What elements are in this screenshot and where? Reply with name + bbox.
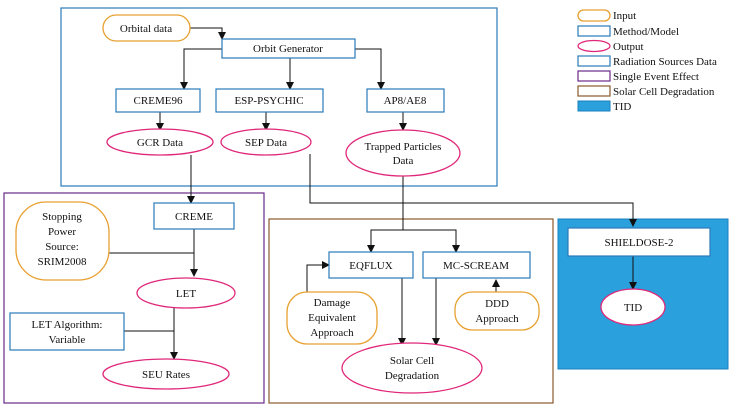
legend-method-label: Method/Model	[613, 26, 679, 38]
tid-output-label: TID	[624, 302, 642, 314]
legend-single-event-effect: Single Event Effect	[577, 70, 699, 83]
legend-radiation-label: Radiation Sources Data	[613, 56, 717, 68]
legend-tid: TID	[577, 100, 631, 113]
mc-scream-label: MC-SCREAM	[443, 260, 509, 272]
node-esp-psychic: ESP-PSYCHIC	[215, 88, 324, 113]
node-trapped-particles-data: Trapped Particles Data	[345, 129, 461, 177]
edge-distribution-to-mcscream	[403, 229, 460, 253]
node-orbital-data: Orbital data	[102, 14, 191, 42]
legend-output: Output	[577, 39, 644, 53]
gcr-data-label: GCR Data	[137, 137, 183, 149]
edge-orbital-to-generator	[190, 27, 226, 40]
stopping-label-line1: Stopping	[42, 211, 82, 223]
node-seu-rates: SEU Rates	[102, 358, 230, 390]
node-ddd-approach: DDD Approach	[454, 291, 540, 331]
seu-rates-label: SEU Rates	[142, 369, 190, 381]
let-label: LET	[176, 288, 196, 300]
node-creme: CREME	[153, 202, 235, 230]
connectors	[109, 27, 637, 360]
stopping-label-line4: SRIM2008	[38, 256, 87, 268]
node-sep-data: SEP Data	[220, 128, 312, 156]
legend-radiation-sources: Radiation Sources Data	[577, 55, 717, 68]
legend-method: Method/Model	[577, 25, 679, 38]
orbital-data-label: Orbital data	[120, 23, 172, 35]
stopping-label-line3: Source:	[45, 241, 79, 253]
damage-label-line3: Approach	[310, 327, 354, 339]
node-shieldose-2: SHIELDOSE-2	[567, 227, 711, 257]
node-ap8-ae8: AP8/AE8	[366, 88, 445, 113]
single-event-effect-frame	[3, 192, 265, 404]
eqflux-label: EQFLUX	[349, 260, 392, 272]
legend-solar-label: Solar Cell Degradation	[613, 86, 715, 98]
node-let-algorithm: LET Algorithm: Variable	[9, 312, 125, 351]
edge-damage-to-eqflux	[306, 261, 330, 292]
legend-input-label: Input	[613, 10, 636, 22]
legend-output-label: Output	[613, 41, 644, 53]
node-orbit-generator: Orbit Generator	[221, 38, 356, 59]
creme-label: CREME	[175, 211, 213, 223]
trapped-label-line1: Trapped Particles	[365, 141, 442, 153]
legend-solar-cell-degradation: Solar Cell Degradation	[577, 85, 715, 98]
node-let: LET	[136, 277, 236, 309]
let-algorithm-label-line1: LET Algorithm:	[32, 319, 103, 331]
stopping-label-line2: Power	[48, 226, 76, 238]
node-tid-output: TID	[600, 288, 666, 326]
damage-label-line1: Damage	[314, 297, 351, 309]
edge-sep-to-distribution	[309, 154, 637, 227]
edge-distribution-to-eqflux	[367, 203, 404, 253]
node-mc-scream: MC-SCREAM	[422, 251, 531, 279]
trapped-label-line2: Data	[393, 155, 414, 167]
node-damage-equivalent: Damage Equivalent Approach	[286, 291, 378, 345]
creme96-label: CREME96	[134, 95, 183, 107]
legend-input: Input	[577, 9, 636, 22]
legend-tid-label: TID	[613, 101, 631, 113]
legend-see-label: Single Event Effect	[613, 71, 699, 83]
orbit-generator-label: Orbit Generator	[253, 43, 323, 55]
node-creme96: CREME96	[115, 88, 201, 113]
solar-cell-degradation-frame	[268, 218, 554, 404]
node-gcr-data: GCR Data	[106, 128, 214, 156]
shieldose-label: SHIELDOSE-2	[604, 237, 673, 249]
edge-generator-to-ap8	[355, 48, 385, 90]
solar-cell-label-line2: Degradation	[385, 370, 440, 382]
solar-cell-label-line1: Solar Cell	[390, 355, 434, 367]
sep-data-label: SEP Data	[245, 137, 287, 149]
node-eqflux: EQFLUX	[328, 251, 414, 279]
node-solar-cell-degradation: Solar Cell Degradation	[341, 342, 483, 394]
damage-label-line2: Equivalent	[308, 312, 356, 324]
edge-generator-to-creme96	[180, 48, 222, 90]
let-algorithm-label-line2: Variable	[49, 334, 86, 346]
node-stopping-power: Stopping Power Source: SRIM2008	[15, 201, 110, 281]
legend: Input Method/Model Output Radiation Sour…	[577, 9, 717, 113]
ddd-label-line1: DDD	[485, 298, 509, 310]
ddd-label-line2: Approach	[475, 313, 519, 325]
ap8-ae8-label: AP8/AE8	[384, 95, 427, 107]
esp-psychic-label: ESP-PSYCHIC	[234, 95, 303, 107]
radiation-sources-frame	[60, 7, 498, 187]
